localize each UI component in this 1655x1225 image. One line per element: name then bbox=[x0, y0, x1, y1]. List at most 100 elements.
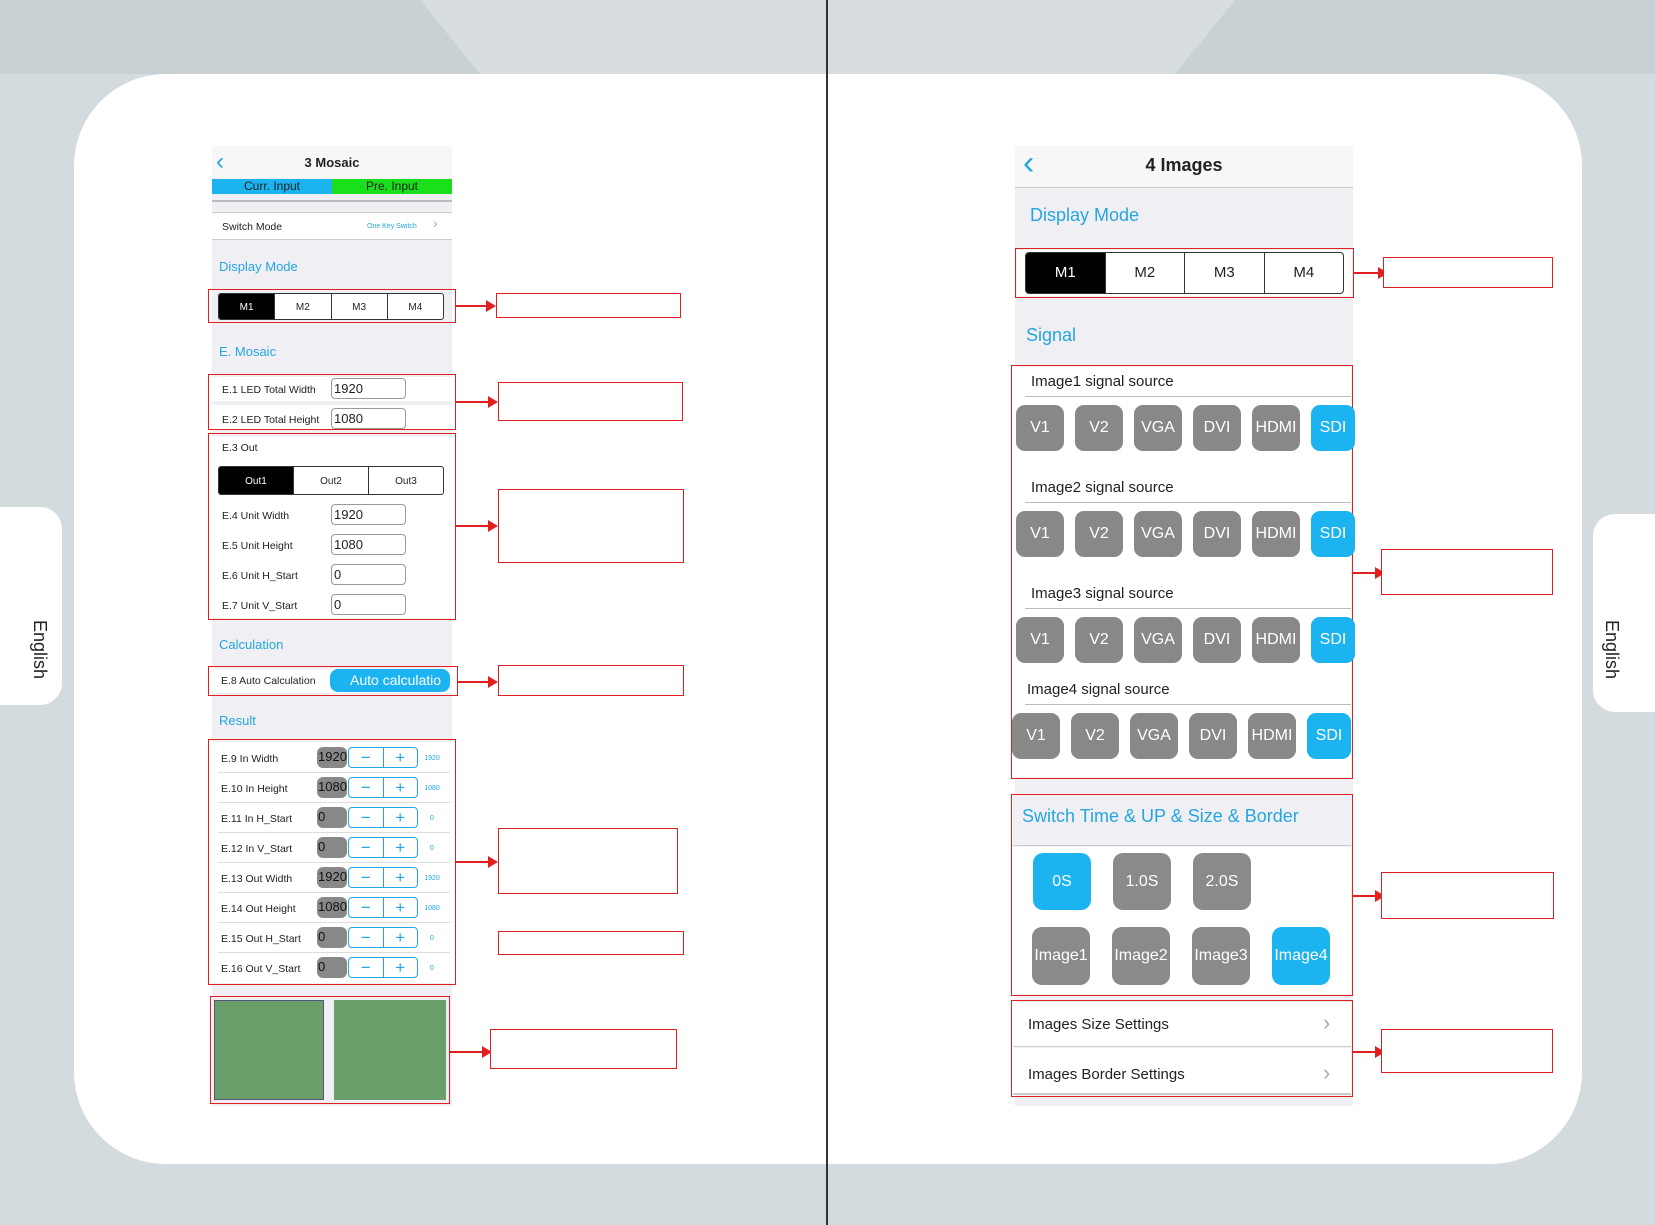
images-size-settings-row[interactable]: Images Size Settings › bbox=[1013, 1002, 1351, 1047]
auto-calc-button[interactable]: Auto calculatio bbox=[330, 669, 450, 692]
signal-heading: Signal bbox=[1026, 325, 1077, 345]
unit-height-input[interactable]: 1080 bbox=[331, 534, 406, 555]
right-mode-m4[interactable]: M4 bbox=[1263, 253, 1344, 293]
image-option[interactable]: Image2 bbox=[1112, 927, 1170, 985]
result-row-stepper[interactable]: −+ bbox=[348, 807, 418, 828]
unit-v-start-label: E.7 Unit V_Start bbox=[222, 600, 298, 612]
minus-button[interactable]: − bbox=[360, 778, 371, 797]
signal-option-v2[interactable]: V2 bbox=[1071, 713, 1119, 759]
switch-time-option[interactable]: 1.0S bbox=[1113, 853, 1171, 910]
signal-option-sdi[interactable]: SDI bbox=[1311, 405, 1355, 451]
unit-width-input[interactable]: 1920 bbox=[331, 504, 406, 525]
image-option[interactable]: Image3 bbox=[1192, 927, 1250, 985]
image-option[interactable]: Image4 bbox=[1272, 927, 1330, 985]
result-row-stepper[interactable]: −+ bbox=[348, 897, 418, 918]
result-row-label: E.14 Out Height bbox=[221, 903, 296, 915]
callout-result-extra bbox=[498, 931, 684, 955]
signal-option-v2[interactable]: V2 bbox=[1075, 405, 1123, 451]
signal-option-sdi[interactable]: SDI bbox=[1311, 617, 1355, 663]
images-border-settings-row[interactable]: Images Border Settings › bbox=[1013, 1048, 1351, 1095]
led-total-height-input[interactable]: 1080 bbox=[331, 408, 406, 429]
tab-curr-input[interactable]: Curr. Input bbox=[212, 179, 332, 194]
signal-option-dvi[interactable]: DVI bbox=[1193, 617, 1241, 663]
plus-button[interactable]: + bbox=[382, 868, 418, 887]
led-total-height-label: E.2 LED Total Height bbox=[222, 414, 320, 426]
signal-option-vga[interactable]: VGA bbox=[1130, 713, 1178, 759]
left-display-mode-selector[interactable]: M1 M2 M3 M4 bbox=[218, 293, 444, 320]
arrow-result bbox=[456, 861, 491, 863]
chevron-left-icon[interactable]: ‹ bbox=[1023, 144, 1035, 182]
switch-time-option[interactable]: 0S bbox=[1033, 853, 1091, 910]
plus-button[interactable]: + bbox=[382, 808, 418, 827]
led-total-width-input[interactable]: 1920 bbox=[331, 378, 406, 399]
callout-right-display-mode bbox=[1383, 257, 1553, 288]
mode-m3[interactable]: M3 bbox=[330, 294, 387, 319]
plus-button[interactable]: + bbox=[382, 958, 418, 977]
signal-option-vga[interactable]: VGA bbox=[1134, 511, 1182, 557]
plus-button[interactable]: + bbox=[382, 838, 418, 857]
calculation-heading: Calculation bbox=[219, 637, 284, 652]
plus-button[interactable]: + bbox=[382, 748, 418, 767]
top-triangle-left bbox=[0, 0, 480, 74]
image-option[interactable]: Image1 bbox=[1032, 927, 1090, 985]
plus-button[interactable]: + bbox=[382, 928, 418, 947]
signal-option-dvi[interactable]: DVI bbox=[1189, 713, 1237, 759]
minus-button[interactable]: − bbox=[360, 958, 371, 977]
signal-option-hdmi[interactable]: HDMI bbox=[1252, 405, 1300, 451]
result-row-stepper[interactable]: −+ bbox=[348, 777, 418, 798]
out-selector[interactable]: Out1 Out2 Out3 bbox=[218, 466, 444, 495]
plus-button[interactable]: + bbox=[382, 898, 418, 917]
minus-button[interactable]: − bbox=[360, 928, 371, 947]
right-mode-m3[interactable]: M3 bbox=[1184, 253, 1264, 293]
minus-button[interactable]: − bbox=[360, 838, 371, 857]
mode-m1[interactable]: M1 bbox=[219, 294, 275, 319]
chevron-left-icon[interactable]: ‹ bbox=[216, 148, 224, 175]
chevron-right-icon: › bbox=[1323, 1060, 1331, 1085]
signal-option-v1[interactable]: V1 bbox=[1016, 405, 1064, 451]
mode-m4[interactable]: M4 bbox=[386, 294, 443, 319]
signal-option-v1[interactable]: V1 bbox=[1012, 713, 1060, 759]
signal-option-v2[interactable]: V2 bbox=[1075, 617, 1123, 663]
row-divider bbox=[218, 892, 450, 893]
out3-option[interactable]: Out3 bbox=[368, 467, 443, 494]
signal-option-vga[interactable]: VGA bbox=[1134, 405, 1182, 451]
signal-option-sdi[interactable]: SDI bbox=[1307, 713, 1351, 759]
out2-option[interactable]: Out2 bbox=[293, 467, 368, 494]
out1-option[interactable]: Out1 bbox=[219, 467, 293, 494]
signal-option-v1[interactable]: V1 bbox=[1016, 617, 1064, 663]
result-row-stepper[interactable]: −+ bbox=[348, 747, 418, 768]
minus-button[interactable]: − bbox=[360, 748, 371, 767]
right-mode-m1[interactable]: M1 bbox=[1026, 253, 1105, 293]
mode-m2[interactable]: M2 bbox=[274, 294, 330, 319]
minus-button[interactable]: − bbox=[360, 808, 371, 827]
right-mode-m2[interactable]: M2 bbox=[1104, 253, 1185, 293]
arrow-head-settings bbox=[1375, 1046, 1385, 1058]
plus-button[interactable]: + bbox=[382, 778, 418, 797]
callout-box-display-mode bbox=[208, 289, 456, 323]
tab-pre-input[interactable]: Pre. Input bbox=[332, 179, 452, 194]
unit-h-start-input[interactable]: 0 bbox=[331, 564, 406, 585]
result-row-stepper[interactable]: −+ bbox=[348, 927, 418, 948]
signal-option-v2[interactable]: V2 bbox=[1075, 511, 1123, 557]
result-row-stepper[interactable]: −+ bbox=[348, 867, 418, 888]
callout-preview bbox=[490, 1029, 677, 1069]
left-nav-bar bbox=[212, 146, 452, 178]
signal-option-hdmi[interactable]: HDMI bbox=[1252, 617, 1300, 663]
signal-option-hdmi[interactable]: HDMI bbox=[1248, 713, 1296, 759]
switch-time-option[interactable]: 2.0S bbox=[1193, 853, 1251, 910]
result-row-stepper[interactable]: −+ bbox=[348, 837, 418, 858]
signal-option-v1[interactable]: V1 bbox=[1016, 511, 1064, 557]
signal-option-sdi[interactable]: SDI bbox=[1311, 511, 1355, 557]
right-display-mode-selector[interactable]: M1 M2 M3 M4 bbox=[1025, 252, 1344, 294]
signal-option-hdmi[interactable]: HDMI bbox=[1252, 511, 1300, 557]
signal-option-dvi[interactable]: DVI bbox=[1193, 511, 1241, 557]
out-label: E.3 Out bbox=[222, 442, 258, 454]
callout-led-size bbox=[498, 382, 683, 421]
minus-button[interactable]: − bbox=[360, 898, 371, 917]
signal-option-dvi[interactable]: DVI bbox=[1193, 405, 1241, 451]
signal-option-vga[interactable]: VGA bbox=[1134, 617, 1182, 663]
minus-button[interactable]: − bbox=[360, 868, 371, 887]
result-row-stepper[interactable]: −+ bbox=[348, 957, 418, 978]
switch-mode-row[interactable]: Switch Mode One Key Switch › bbox=[212, 212, 452, 240]
unit-v-start-input[interactable]: 0 bbox=[331, 594, 406, 615]
